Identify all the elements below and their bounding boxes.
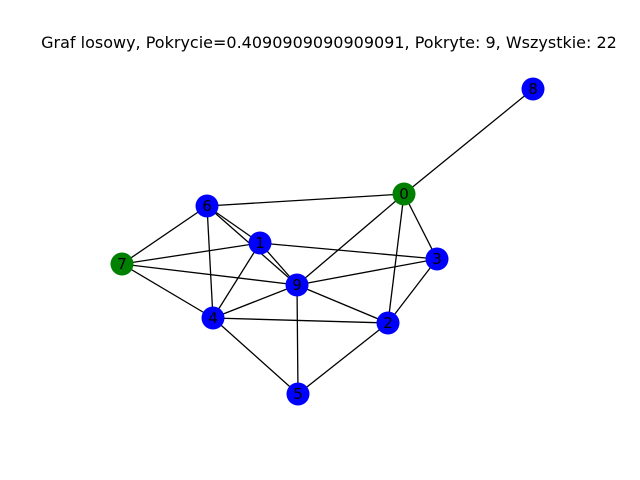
edge-6-4	[206, 205, 214, 319]
edge-7-9	[121, 263, 298, 286]
edge-6-7	[121, 205, 208, 265]
node-5: 5	[286, 382, 310, 406]
edge-1-3	[259, 242, 438, 260]
node-7: 7	[110, 252, 134, 276]
node-circle-6	[195, 194, 219, 218]
node-2: 2	[376, 311, 400, 335]
edge-2-5	[297, 322, 389, 395]
nodes-layer: 0 1 2 3 4 5 6 7 8 9	[110, 77, 545, 406]
node-9: 9	[285, 273, 309, 297]
edge-0-3	[403, 193, 438, 260]
node-8: 8	[521, 77, 545, 101]
node-label-1: 1	[255, 234, 265, 252]
edge-0-2	[387, 193, 405, 324]
edge-1-7	[121, 242, 261, 265]
node-circle-4	[201, 306, 225, 330]
edge-3-2	[387, 258, 438, 324]
node-circle-5	[286, 382, 310, 406]
node-label-5: 5	[293, 385, 303, 403]
edge-4-5	[212, 317, 299, 395]
node-circle-2	[376, 311, 400, 335]
edge-9-2	[296, 284, 389, 324]
node-circle-1	[248, 231, 272, 255]
node-label-8: 8	[528, 80, 538, 98]
edge-1-4	[212, 242, 261, 319]
node-3: 3	[425, 247, 449, 271]
node-circle-7	[110, 252, 134, 276]
edge-9-5	[296, 284, 299, 395]
edge-9-3	[296, 258, 438, 286]
node-label-4: 4	[208, 309, 218, 327]
edge-0-6	[206, 193, 405, 207]
node-4: 4	[201, 306, 225, 330]
graph-title: Graf losowy, Pokrycie=0.4090909090909091…	[41, 33, 617, 52]
edges-layer	[121, 88, 534, 395]
node-circle-8	[521, 77, 545, 101]
node-label-3: 3	[432, 250, 442, 268]
node-label-7: 7	[117, 255, 127, 273]
node-label-9: 9	[292, 276, 302, 294]
edge-7-4	[121, 263, 214, 319]
node-1: 1	[248, 231, 272, 255]
edge-4-2	[212, 317, 389, 324]
node-circle-0	[392, 182, 416, 206]
node-6: 6	[195, 194, 219, 218]
node-label-0: 0	[399, 185, 409, 203]
node-0: 0	[392, 182, 416, 206]
edge-0-8	[403, 88, 534, 195]
node-circle-3	[425, 247, 449, 271]
node-label-6: 6	[202, 197, 212, 215]
edge-0-9	[296, 193, 405, 286]
edge-9-4	[212, 284, 298, 319]
node-circle-9	[285, 273, 309, 297]
node-label-2: 2	[383, 314, 393, 332]
